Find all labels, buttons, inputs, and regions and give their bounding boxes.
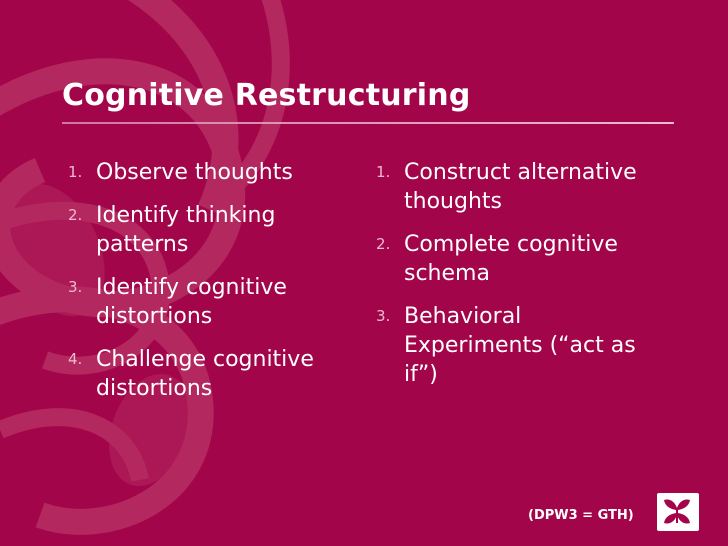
list-item-label: Identify thinking patterns [96,203,276,257]
page-title: Cognitive Restructuring [62,78,471,113]
footnote: (DPW3 = GTH) [528,508,634,523]
university-crest-logo-icon [657,493,699,531]
list-item-label: Challenge cognitive distortions [96,347,314,401]
list-item-label: Observe thoughts [96,160,293,185]
list-item: 3. Behavioral Experiments (“act as if”) [370,302,660,389]
list-item-number: 2. [376,235,391,253]
list-item-number: 3. [376,307,391,325]
list-item-number: 3. [68,278,83,296]
list-item: 3. Identify cognitive distortions [62,273,362,331]
list-item: 2. Complete cognitive schema [370,230,660,288]
list-item: 4. Challenge cognitive distortions [62,345,362,403]
list-item-number: 2. [68,206,83,224]
list-item: 1. Observe thoughts [62,158,362,187]
list-item-label: Construct alternative thoughts [404,160,637,214]
left-column: 1. Observe thoughts 2. Identify thinking… [62,158,362,417]
list-item-number: 4. [68,350,83,368]
title-divider [62,122,674,124]
list-item-label: Complete cognitive schema [404,232,618,286]
right-column: 1. Construct alternative thoughts 2. Com… [370,158,660,403]
list-item-label: Behavioral Experiments (“act as if”) [404,304,636,387]
list-item: 2. Identify thinking patterns [62,201,362,259]
list-item-number: 1. [68,163,83,181]
list-item: 1. Construct alternative thoughts [370,158,660,216]
list-item-label: Identify cognitive distortions [96,275,287,329]
list-item-number: 1. [376,163,391,181]
